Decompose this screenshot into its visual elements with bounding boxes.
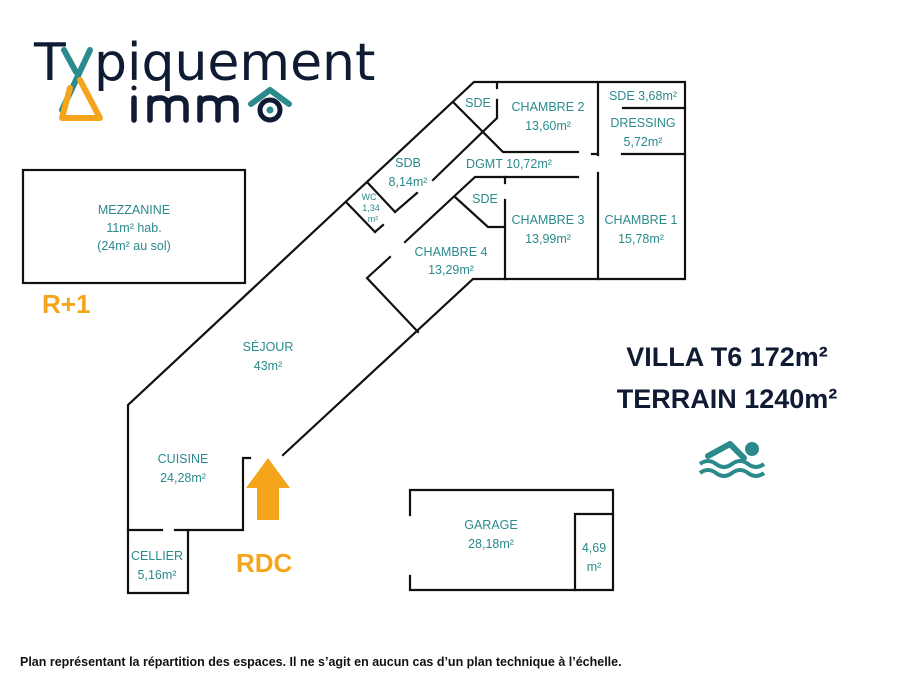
chambre2-label: CHAMBRE 2 (512, 100, 585, 114)
dressing-area: 5,72m² (624, 135, 663, 149)
mezzanine-floor: (24m² au sol) (97, 239, 171, 253)
cuisine-label: CUISINE (158, 452, 209, 466)
chambre3-area: 13,99m² (525, 232, 571, 246)
headline-villa: VILLA T6 172m² (626, 342, 828, 372)
chambre1-label: CHAMBRE 1 (605, 213, 678, 227)
footer-disclaimer: Plan représentant la répartition des esp… (20, 655, 622, 669)
chambre2-area: 13,60m² (525, 119, 571, 133)
annexe-area: 4,69 (582, 541, 606, 555)
house-icon (248, 87, 292, 123)
dressing-label: DRESSING (610, 116, 675, 130)
headline-terrain: TERRAIN 1240m² (617, 384, 838, 414)
garage-area: 28,18m² (468, 537, 514, 551)
cellier-area: 5,16m² (138, 568, 177, 582)
cuisine-area: 24,28m² (160, 471, 206, 485)
garage-label: GARAGE (464, 518, 518, 532)
sde2-label: SDE 3,68m² (609, 89, 677, 103)
level-r1: R+1 (42, 289, 90, 319)
level-rdc: RDC (236, 548, 293, 578)
logo-triangle-mark (59, 77, 103, 121)
wc-label: WC (362, 192, 377, 202)
mezzanine-hab: 11m² hab. (106, 221, 161, 235)
sejour-label: SÉJOUR (243, 339, 294, 354)
sde3-label: SDE (472, 192, 498, 206)
logo-t: T (33, 33, 66, 93)
logo-text-line2-mark (131, 85, 239, 123)
mezzanine-outline (21, 168, 247, 285)
sejour-area: 43m² (254, 359, 282, 373)
logo: T piquement (33, 33, 375, 123)
sdb-label: SDB (395, 156, 421, 170)
swimming-pool-icon (698, 441, 766, 478)
garage-walls (408, 488, 615, 592)
chambre4-area: 13,29m² (428, 263, 474, 277)
chambre4-label: CHAMBRE 4 (415, 245, 488, 259)
logo-text-line1: piquement (94, 33, 375, 93)
wc-area: 1,34 (362, 203, 380, 213)
house-walls (126, 80, 687, 595)
annexe-unit: m² (587, 560, 602, 574)
dgmt-label: DGMT 10,72m² (466, 157, 552, 171)
wc-unit: m² (368, 214, 379, 224)
sdb-area: 8,14m² (389, 175, 428, 189)
entrance-arrow-icon (246, 458, 290, 520)
wc-label-group: WC 1,34 m² (362, 192, 380, 224)
chambre3-label: CHAMBRE 3 (512, 213, 585, 227)
chambre1-area: 15,78m² (618, 232, 664, 246)
sde1-label: SDE (465, 96, 491, 110)
cellier-label: CELLIER (131, 549, 183, 563)
mezzanine-label: MEZZANINE (98, 203, 170, 217)
